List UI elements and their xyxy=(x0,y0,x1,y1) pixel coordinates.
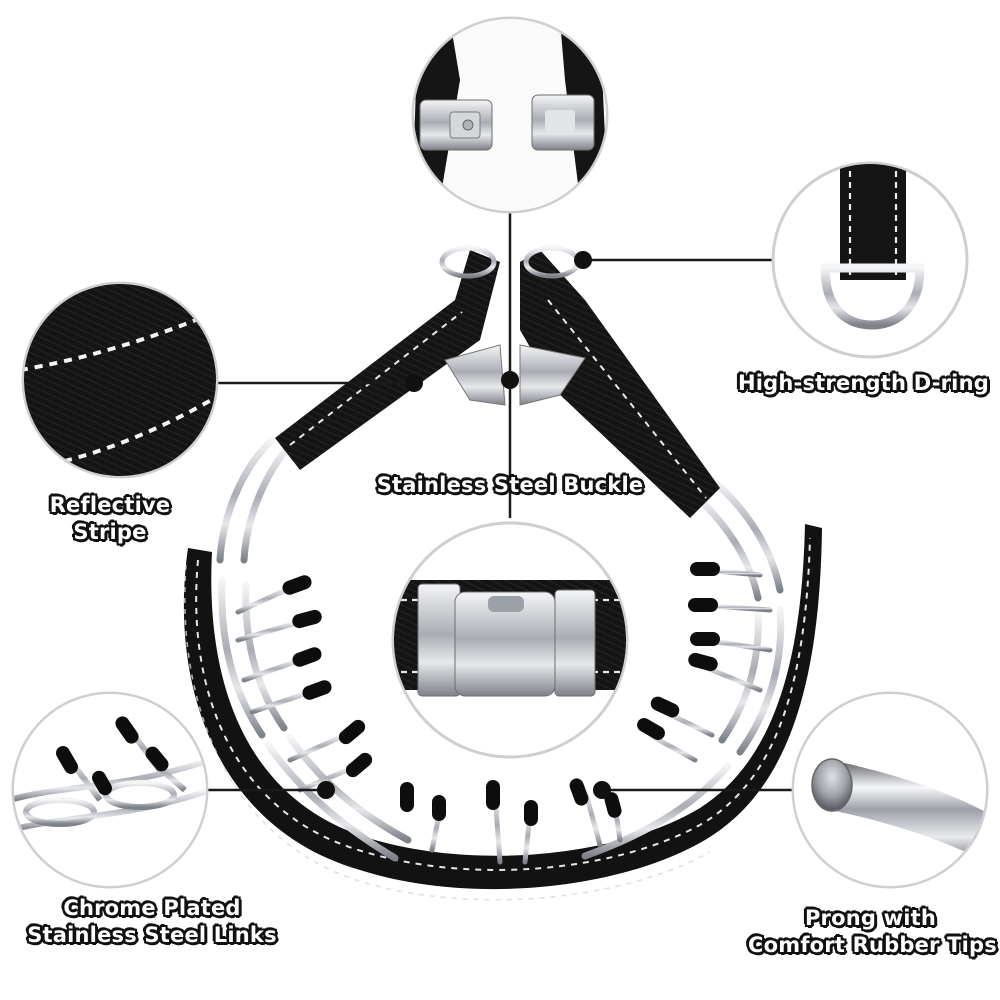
zoom-d-ring xyxy=(771,161,969,359)
zoom-chain-links xyxy=(11,691,209,889)
collar-main xyxy=(183,245,822,901)
leader-lines xyxy=(206,210,795,792)
zoom-buckle-closed xyxy=(391,521,629,759)
zoom-clasp-open xyxy=(411,16,609,214)
d-ring-left xyxy=(439,245,497,279)
label-chrome-plated-links: Chrome Plated Stainless Steel Links xyxy=(27,896,277,947)
label-stainless-steel-buckle: Stainless Steel Buckle xyxy=(376,473,644,497)
main-buckle xyxy=(444,344,586,406)
rubber-tips xyxy=(282,562,720,826)
chain-links-right xyxy=(581,476,785,860)
zoom-reflective-stripe xyxy=(21,281,219,479)
label-prong-rubber-tips: Prong with Comfort Rubber Tips xyxy=(748,906,997,957)
strap-left xyxy=(275,250,500,470)
label-high-strength-d-ring: High-strength D-ring xyxy=(738,371,989,395)
zoom-prong-tip xyxy=(791,691,989,889)
chain-links-left xyxy=(216,436,412,862)
strap-right xyxy=(520,250,720,518)
label-reflective-stripe: Reflective Stripe xyxy=(49,493,171,544)
leader-dots xyxy=(317,251,611,799)
